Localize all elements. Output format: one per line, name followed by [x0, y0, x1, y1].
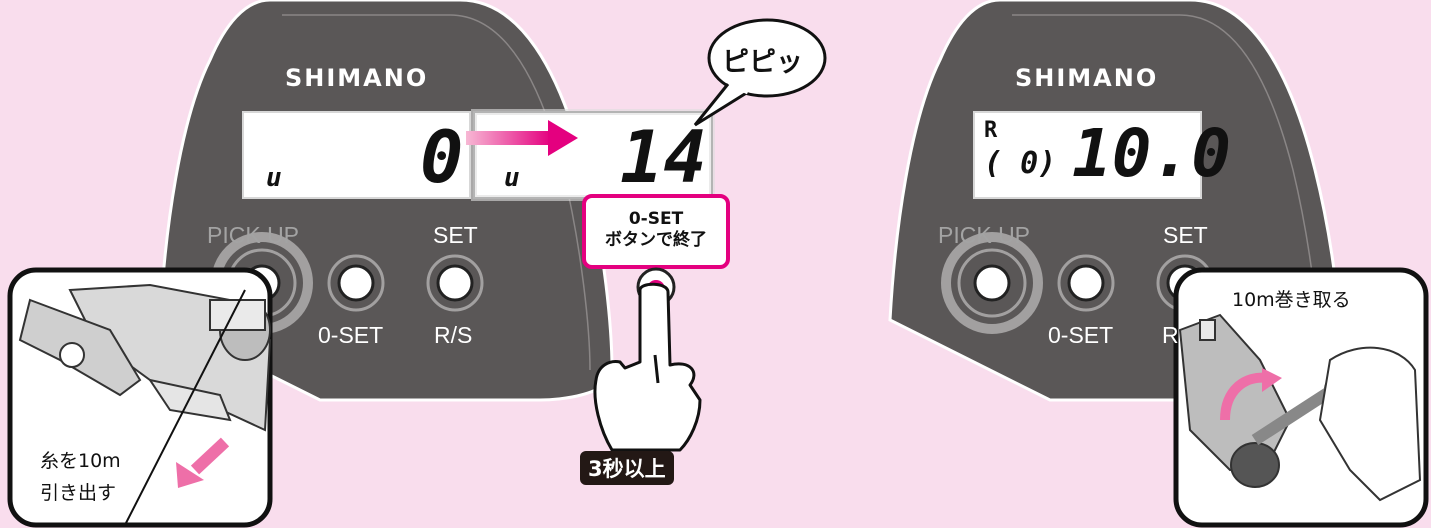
- left-lcd: [242, 111, 471, 199]
- left-caption-line1: 糸を10m: [40, 450, 121, 472]
- right-rs-label: R: [1162, 322, 1179, 348]
- callout-line2: ボタンで終了: [605, 230, 707, 250]
- left-set-label: SET: [433, 222, 478, 248]
- speech-bubble: [693, 18, 827, 127]
- right-pickup-button[interactable]: [973, 264, 1011, 302]
- callout-line1: 0-SET: [628, 209, 684, 229]
- right-inset-photo: [1173, 267, 1429, 528]
- right-lcd: [973, 111, 1202, 199]
- right-lcd-paren: ( 0): [984, 146, 1057, 181]
- left-pickup-label: PICK UP: [207, 222, 300, 248]
- right-lcd-r: R: [984, 118, 998, 143]
- middle-lcd-value: 14: [620, 115, 707, 199]
- right-oset-label: 0-SET: [1048, 322, 1114, 348]
- left-lcd-small: u: [266, 163, 282, 193]
- left-set-button[interactable]: [436, 264, 474, 302]
- left-caption-line2: 引き出す: [40, 482, 117, 504]
- left-inset-caption: 糸を10m 引き出す: [40, 445, 121, 509]
- right-inset-caption: 10m巻き取る: [1232, 289, 1351, 311]
- right-brand-logo: SHIMANO: [1015, 64, 1159, 92]
- middle-lcd-small: u: [504, 163, 520, 193]
- wind-arrow-icon: [1220, 372, 1269, 421]
- middle-zoomed-lcd: [471, 109, 715, 201]
- left-rs-label: R/S: [434, 322, 473, 348]
- transition-arrow: [466, 120, 578, 156]
- left-brand-logo: SHIMANO: [285, 64, 429, 92]
- left-lcd-value: 0: [420, 115, 464, 199]
- pull-arrow-icon: [176, 437, 230, 488]
- left-oset-label: 0-SET: [318, 322, 384, 348]
- right-oset-button[interactable]: [1067, 264, 1105, 302]
- duration-badge: 3秒以上: [580, 451, 674, 485]
- callout-text: 0-SET ボタンで終了: [588, 209, 724, 251]
- finger-icon: [593, 282, 702, 452]
- right-lcd-value: 10.0: [1072, 115, 1231, 192]
- right-set-label: SET: [1163, 222, 1208, 248]
- right-pickup-label: PICK UP: [938, 222, 1031, 248]
- bubble-text: ピピッ: [722, 47, 803, 78]
- left-inset-photo: [7, 267, 273, 528]
- left-oset-button[interactable]: [337, 264, 375, 302]
